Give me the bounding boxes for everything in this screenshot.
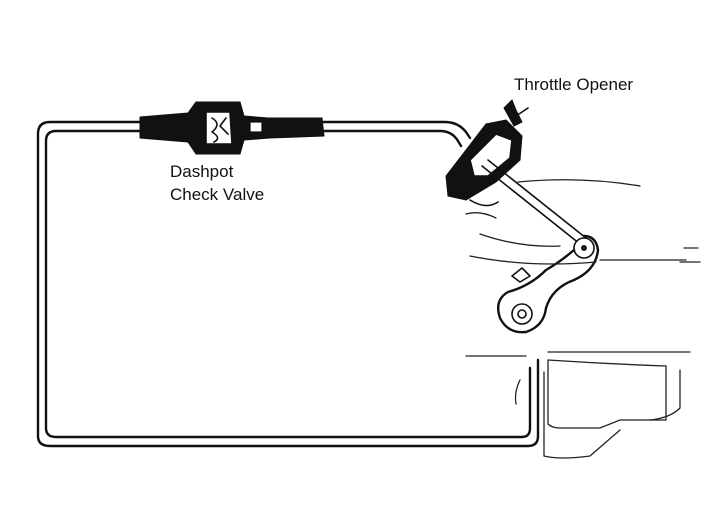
throttle-opener bbox=[445, 99, 529, 207]
check-valve bbox=[139, 101, 325, 155]
throttle-opener-label: Throttle Opener bbox=[514, 75, 633, 94]
check-valve-label-line2: Check Valve bbox=[170, 185, 264, 204]
carburetor-outline bbox=[465, 179, 701, 459]
throttle-linkage bbox=[481, 159, 600, 334]
vacuum-hose bbox=[36, 120, 540, 448]
check-valve-label-line1: Dashpot bbox=[170, 162, 234, 181]
